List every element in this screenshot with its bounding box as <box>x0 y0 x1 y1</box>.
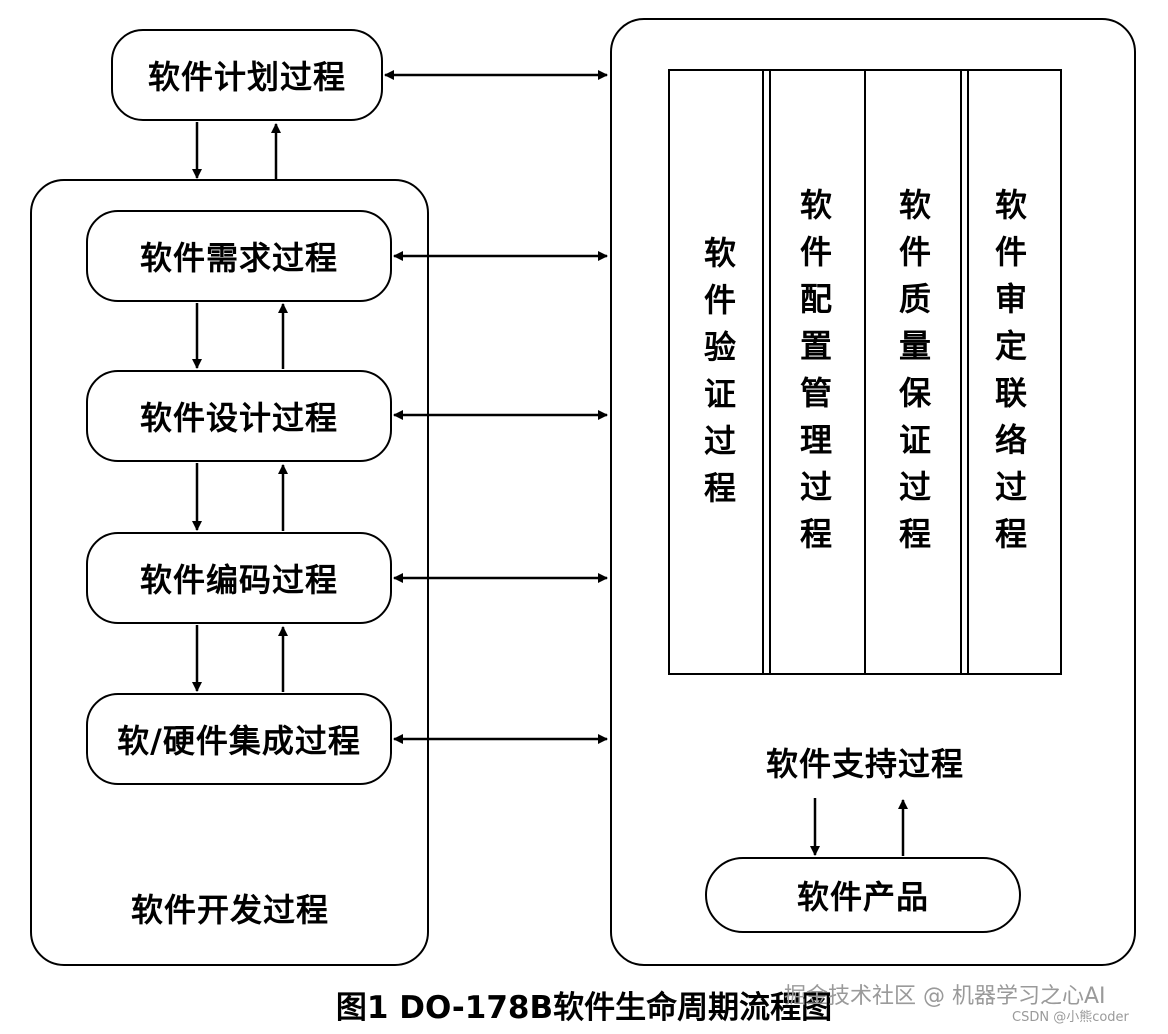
quality-assurance-column: 软件 质量 保证 过程 <box>898 186 931 553</box>
integration-process-label: 软/硬件集成过程 <box>117 722 361 760</box>
planning-process-label: 软件计划过程 <box>147 58 346 96</box>
site-watermark: 掘金技术社区 @ 机器学习之心AI <box>784 984 1106 1009</box>
table-divider <box>762 69 764 675</box>
coding-process-box <box>86 532 392 624</box>
configuration-management-column: 软件 配置 管理 过程 <box>799 186 832 553</box>
support-process-group <box>610 18 1136 966</box>
development-process-group <box>30 179 429 966</box>
design-process-label: 软件设计过程 <box>139 399 338 437</box>
development-process-label: 软件开发过程 <box>130 891 329 929</box>
certification-liaison-column: 软件 审定 联络 过程 <box>994 186 1027 553</box>
software-product-label: 软件产品 <box>796 878 929 916</box>
planning-process-box <box>111 29 383 121</box>
table-divider <box>769 69 771 675</box>
csdn-watermark: CSDN @小熊coder <box>1012 1010 1129 1025</box>
table-divider <box>960 69 962 675</box>
design-process-box <box>86 370 392 462</box>
figure-caption: 图1 DO-178B软件生命周期流程图 <box>335 990 833 1026</box>
table-divider <box>864 69 866 675</box>
coding-process-label: 软件编码过程 <box>139 561 338 599</box>
table-divider <box>967 69 969 675</box>
software-product-box <box>705 857 1021 933</box>
requirements-process-box <box>86 210 392 302</box>
support-process-label: 软件支持过程 <box>765 745 964 783</box>
requirements-process-label: 软件需求过程 <box>139 239 338 277</box>
verification-process-column: 软件 验证 过程 <box>703 234 736 507</box>
integration-process-box <box>86 693 392 785</box>
